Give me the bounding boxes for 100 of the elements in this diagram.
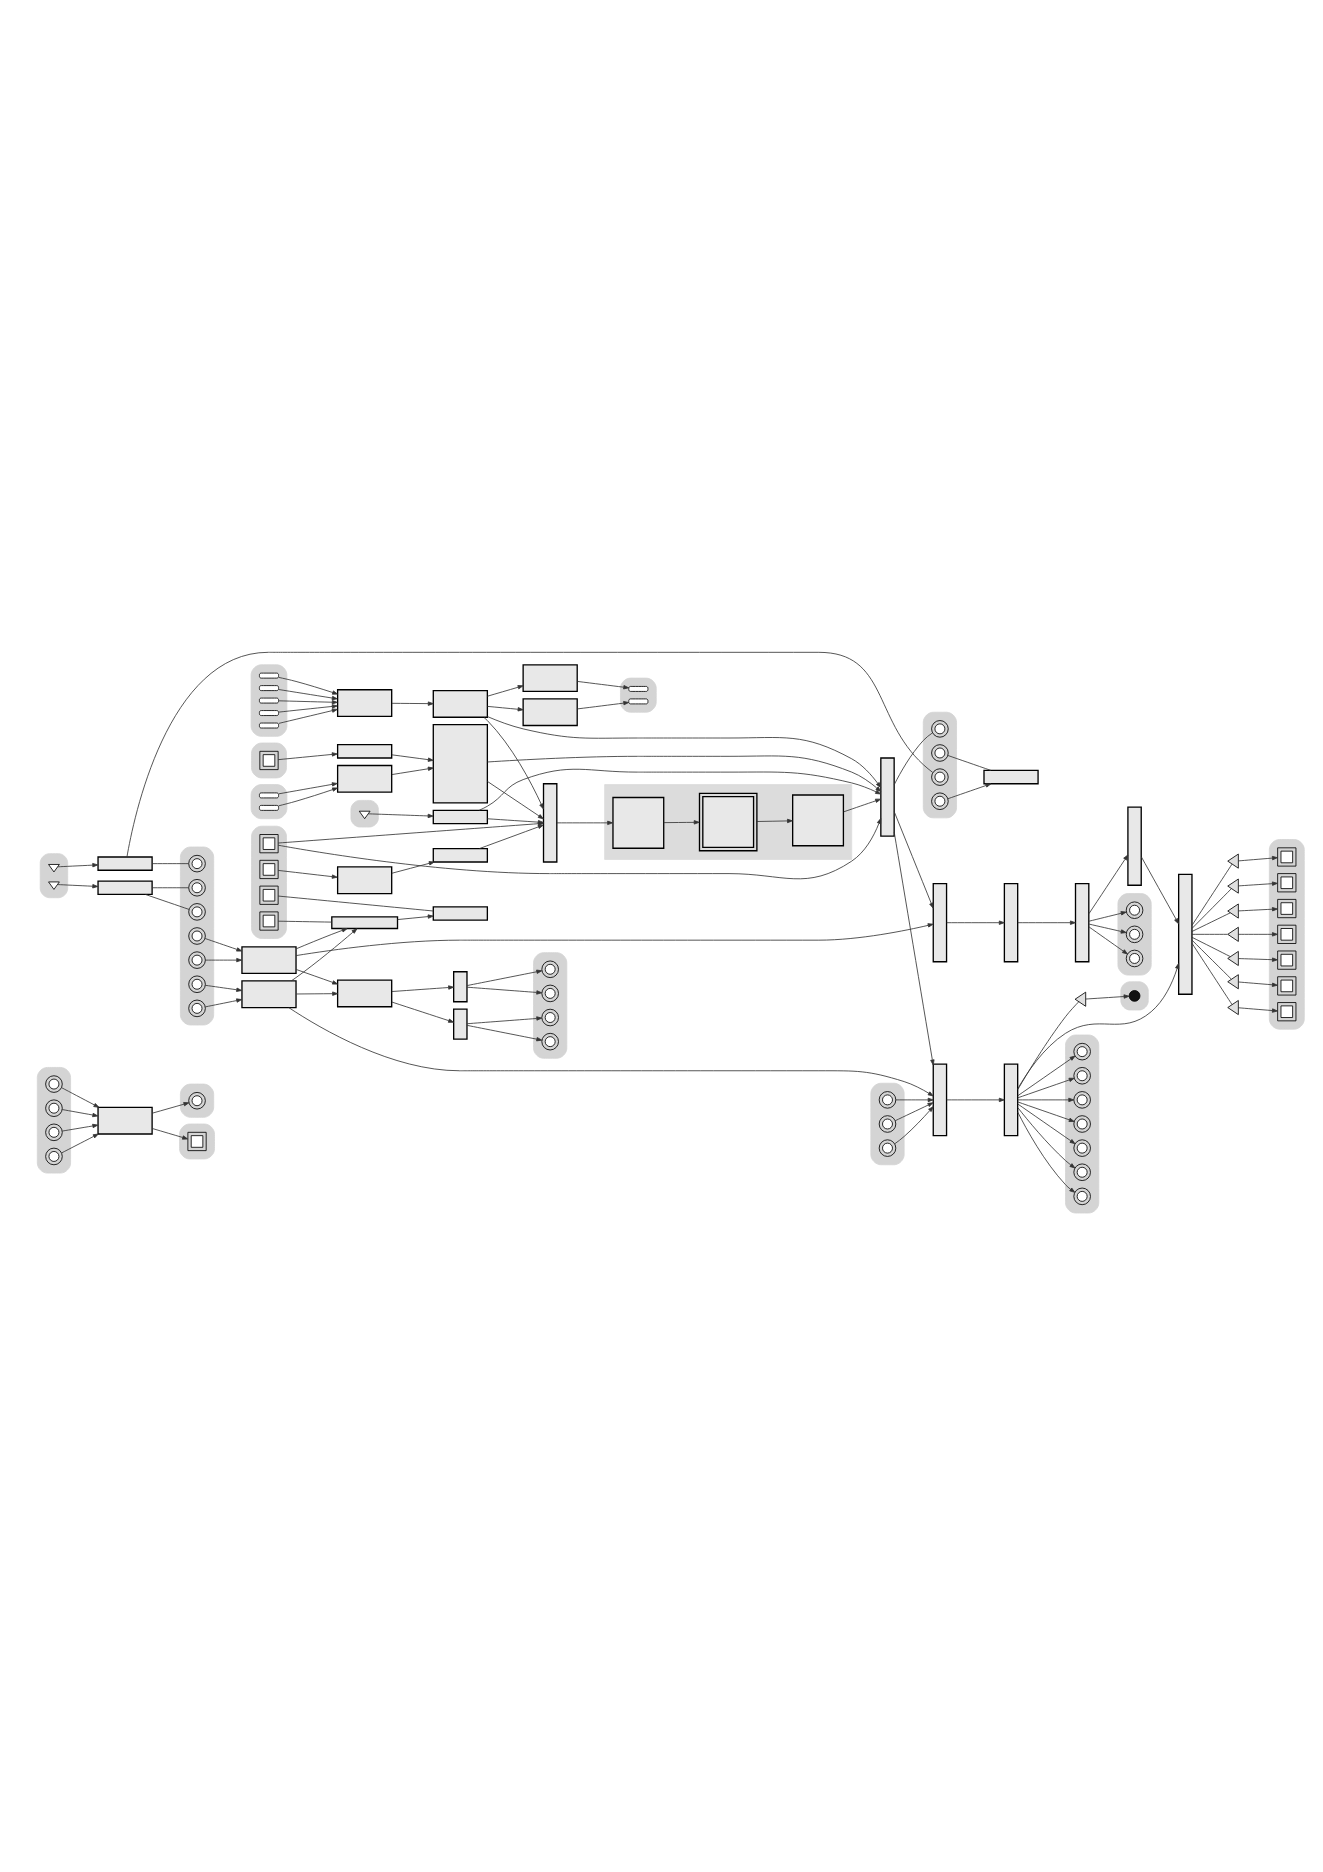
arrow (1085, 994, 1130, 1000)
node-slot (628, 686, 649, 692)
node-box (97, 1106, 153, 1135)
arrow (1017, 1103, 1076, 1145)
arrow (204, 998, 243, 1008)
arrow (466, 986, 543, 995)
node-box (432, 848, 489, 863)
arrow (843, 798, 881, 813)
arrow (487, 716, 882, 788)
connector (277, 895, 434, 912)
connector (1191, 942, 1233, 1005)
node-antenna (48, 881, 60, 890)
node-box (432, 689, 489, 718)
arrow (295, 923, 934, 956)
node-slot (259, 697, 279, 704)
connector (1191, 888, 1232, 929)
cluster (39, 853, 69, 899)
arrow (1237, 881, 1278, 887)
node-box (983, 769, 1039, 785)
arrow (1237, 855, 1278, 862)
node-bar (932, 1063, 948, 1137)
arrow (391, 861, 435, 874)
node-box (336, 744, 393, 759)
arrow (367, 813, 434, 819)
arrow (466, 1016, 543, 1025)
arrow (466, 969, 543, 986)
node-bar (542, 783, 558, 863)
connector (1017, 1001, 1080, 1090)
node-dot (1128, 990, 1141, 1002)
node-slot (259, 672, 279, 679)
cluster (251, 825, 287, 939)
arrow (893, 811, 934, 909)
arrow (61, 1087, 100, 1108)
arrow (391, 766, 434, 775)
node-box (612, 796, 665, 849)
node-bar (1178, 873, 1193, 995)
arrow (152, 1102, 190, 1114)
arrow (1017, 1107, 1076, 1169)
node-bar (1003, 1063, 1019, 1137)
arrow (756, 818, 793, 824)
cluster (250, 664, 288, 737)
arrow (556, 820, 614, 826)
node-box (241, 980, 297, 1009)
arrow (397, 914, 434, 920)
arrow (577, 681, 630, 690)
arrow (391, 985, 454, 992)
arrow (1017, 1077, 1075, 1099)
arrow (278, 708, 338, 724)
node-box (336, 764, 393, 793)
arrow (486, 705, 524, 712)
arrow (894, 1106, 934, 1145)
node-slot (259, 792, 279, 799)
arrow (577, 700, 630, 710)
connector (893, 732, 933, 786)
node-box (522, 698, 578, 727)
cluster (870, 1082, 905, 1166)
arrow (479, 824, 544, 849)
arrow (478, 768, 882, 811)
node-box (522, 664, 578, 693)
arrow (483, 717, 544, 810)
connector (1191, 936, 1231, 957)
arrow (1088, 911, 1127, 922)
node-slot (259, 710, 279, 716)
arrow (466, 1024, 543, 1042)
node-bar (331, 916, 399, 930)
connector (1191, 939, 1232, 980)
arrow (946, 920, 1005, 925)
arrow (487, 755, 882, 792)
arrow (894, 1102, 934, 1122)
node-bar (453, 971, 468, 1003)
arrow (61, 1123, 99, 1132)
arrow (1237, 981, 1278, 987)
arrow (204, 984, 243, 992)
node-bar (1003, 882, 1019, 963)
node-slot (628, 698, 649, 705)
node-box (336, 866, 393, 895)
connector (152, 863, 189, 865)
arrow (947, 783, 992, 800)
arrow (895, 1097, 934, 1103)
arrow (152, 1128, 189, 1140)
arrow (57, 884, 99, 889)
node-box (792, 794, 845, 847)
arrow (278, 676, 338, 695)
arrow (1017, 1055, 1076, 1097)
node-triangle (1227, 1000, 1239, 1016)
cluster (350, 800, 379, 828)
arrow (1017, 1101, 1075, 1122)
arrow (391, 1001, 454, 1023)
arrow (1017, 920, 1076, 925)
arrow (295, 928, 348, 950)
node-antenna (358, 810, 371, 820)
arrow (295, 969, 338, 985)
node-box (432, 724, 489, 804)
arrow (278, 700, 338, 705)
arrow (278, 787, 338, 807)
arrow (277, 752, 338, 761)
arrow (486, 685, 524, 697)
node-circle (1125, 949, 1144, 968)
arrow (295, 991, 338, 996)
arrow (1237, 932, 1278, 937)
